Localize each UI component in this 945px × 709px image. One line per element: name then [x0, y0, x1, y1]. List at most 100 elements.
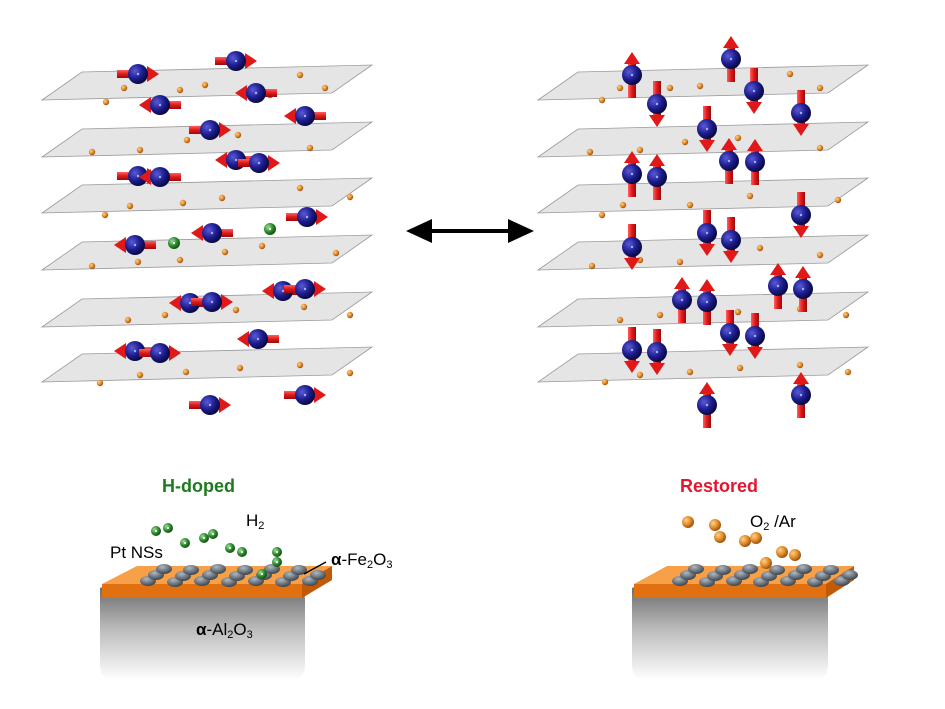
pt-nanosheet — [291, 565, 307, 575]
spin-arrow-icon — [722, 344, 738, 356]
oxygen-atom — [102, 98, 110, 106]
spin-arrow-icon — [147, 66, 159, 82]
spin-arrow-icon — [219, 397, 231, 413]
oxygen-atom — [816, 144, 824, 152]
oxygen-atom — [296, 184, 304, 192]
pt-nanosheet — [769, 565, 785, 575]
spin-arrow-icon — [314, 281, 326, 297]
oxygen-atom — [636, 146, 644, 154]
h2-label-main: H — [246, 511, 259, 530]
spin-arrow-icon — [245, 53, 257, 69]
fe-atom-center — [727, 159, 731, 163]
fe2o3-main: -Fe — [341, 550, 367, 569]
oxygen-atom — [598, 211, 606, 219]
fe-atom-center — [655, 102, 659, 106]
al2o3-alpha: α — [196, 620, 207, 639]
fe-atom-center — [799, 213, 803, 217]
hydrogen-atom-center — [240, 550, 244, 554]
restored-title: Restored — [680, 476, 758, 497]
oxygen-atom — [120, 84, 128, 92]
al2o3-main: -Al — [206, 620, 228, 639]
spin-arrow-icon — [191, 225, 203, 241]
oxygen-atom — [176, 256, 184, 264]
pt-nss-label: Pt NSs — [110, 543, 163, 562]
oxygen-atom — [616, 84, 624, 92]
pt-nanosheet — [715, 565, 731, 575]
fe-atom-center — [729, 238, 733, 242]
oxygen-atom — [786, 70, 794, 78]
oxygen-atom — [601, 378, 609, 386]
fe-atom-center — [303, 393, 307, 397]
al2o3-mid: O — [233, 620, 247, 639]
pt-nanosheet — [156, 564, 172, 574]
fe-atom-center — [158, 103, 162, 107]
fe-atom-center — [234, 59, 238, 63]
lattice-plane — [536, 177, 870, 214]
spin-arrow-icon — [746, 102, 762, 114]
spin-arrow-icon — [624, 361, 640, 373]
hydrogen-atom-center — [275, 550, 279, 554]
oxygen-molecule-atom — [750, 532, 762, 544]
oxygen-atom — [586, 148, 594, 156]
oxygen-atom — [756, 244, 764, 252]
oxygen-atom — [96, 379, 104, 387]
spin-arrow-icon — [624, 258, 640, 270]
spin-arrow-icon — [314, 387, 326, 403]
oxygen-atom — [619, 201, 627, 209]
pt-nanosheet — [183, 565, 199, 575]
spin-arrow-icon — [139, 97, 151, 113]
oxygen-atom — [796, 361, 804, 369]
spin-arrow-icon — [284, 108, 296, 124]
pt-nanosheet — [823, 565, 839, 575]
oxygen-atom — [816, 84, 824, 92]
hydrogen-atom-center — [166, 526, 170, 530]
fe2o3-sub1: 2 — [366, 559, 374, 571]
oxygen-molecule-atom — [776, 546, 788, 558]
pt-nanosheets — [140, 564, 326, 587]
fe-atom-center — [256, 337, 260, 341]
oxygen-molecule-atom — [709, 519, 721, 531]
fe-atom-center — [303, 287, 307, 291]
fe-atom-center — [210, 231, 214, 235]
hydrogen-atom-center — [228, 546, 232, 550]
oxygen-atom — [346, 193, 354, 201]
fe-atom-center — [630, 73, 634, 77]
spin-arrow-icon — [215, 152, 227, 168]
pt-nanosheet — [237, 565, 253, 575]
oxygen-molecule-atom — [682, 516, 694, 528]
spin-arrow-icon — [699, 279, 715, 291]
oxygen-atom — [183, 136, 191, 144]
oxygen-atom — [746, 192, 754, 200]
spin-arrow-icon — [793, 124, 809, 136]
fe2o3-sub2: 3 — [386, 559, 393, 571]
spin-arrow-icon — [237, 331, 249, 347]
fe-atom-center — [729, 57, 733, 61]
oxygen-atom — [636, 371, 644, 379]
oxygen-atom — [296, 71, 304, 79]
spin-arrow-icon — [235, 85, 247, 101]
lattice-plane — [536, 346, 870, 383]
oxygen-atom — [734, 308, 742, 316]
fe-atom-center — [752, 89, 756, 93]
fe-atom-center — [136, 72, 140, 76]
oxygen-atom — [734, 134, 742, 142]
fe-atom-center — [208, 128, 212, 132]
oxygen-atom — [676, 258, 684, 266]
oxygen-atom — [232, 306, 240, 314]
spin-arrow-icon — [721, 138, 737, 150]
oxygen-atom — [736, 364, 744, 372]
spin-arrow-icon — [723, 251, 739, 263]
pt-nanosheet — [210, 564, 226, 574]
oxygen-atom — [306, 144, 314, 152]
right-device — [632, 516, 858, 680]
fe-atom-center — [305, 215, 309, 219]
h2-molecules — [151, 523, 282, 579]
pt-nanosheet — [742, 564, 758, 574]
oxygen-atom — [816, 251, 824, 259]
oxygen-atom — [321, 84, 329, 92]
oxygen-atom — [300, 303, 308, 311]
oxygen-atom — [696, 82, 704, 90]
oxygen-atom — [234, 131, 242, 139]
oxygen-atom — [201, 81, 209, 89]
